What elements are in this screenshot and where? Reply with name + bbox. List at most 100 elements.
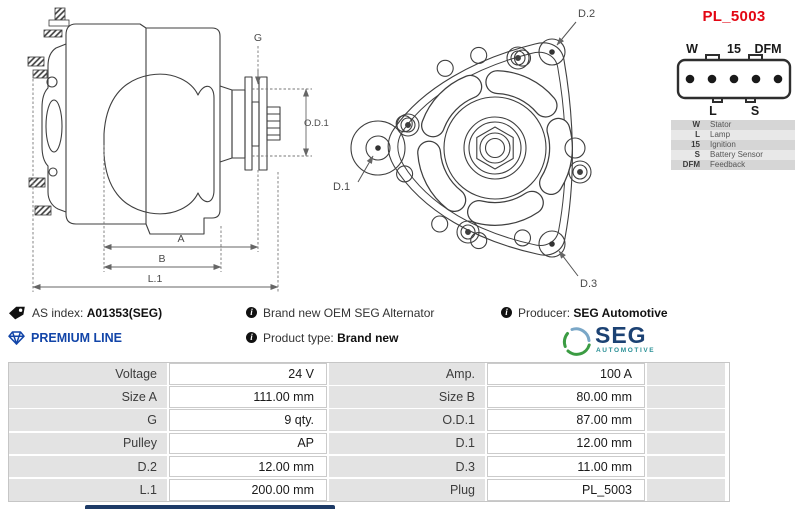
legend-key: L <box>695 130 700 139</box>
spec-label-cell: Voltage <box>9 363 167 385</box>
spec-filler-cell <box>647 363 725 385</box>
legend-desc: Lamp <box>710 130 731 139</box>
spec-value-cell: PL_5003 <box>487 478 645 501</box>
alternator-front-view-drawing: D.2 D.1 D.3 <box>333 8 597 290</box>
spec-label-cell: O.D.1 <box>329 409 485 431</box>
front-view-leaders <box>357 21 579 277</box>
dim-label-g: G <box>254 32 262 44</box>
legend-row: S Battery Sensor <box>671 150 795 160</box>
info-icon: i <box>246 307 257 318</box>
dim-label-a: A <box>177 233 184 245</box>
spec-value-cell: 100 A <box>487 363 645 385</box>
legend-row: L Lamp <box>671 130 795 140</box>
connector-body <box>676 54 792 103</box>
spec-label-cell: L.1 <box>9 478 167 501</box>
pin-legend: W Stator L Lamp 15 Ignition S Battery Sensor… <box>671 120 795 170</box>
premium-line-item: PREMIUM LINE <box>8 330 122 345</box>
pin-label-s: S <box>751 104 759 118</box>
front-view-vent-slots <box>417 70 573 226</box>
spec-value-cell: 87.00 mm <box>487 409 645 431</box>
spec-value-cell: 80.00 mm <box>487 386 645 408</box>
producer-label: Producer: <box>518 305 571 320</box>
as-index-label: AS index: <box>32 305 84 320</box>
legend-key: 15 <box>691 140 700 149</box>
dim-label-b: B <box>158 253 165 265</box>
side-view-body <box>41 23 281 235</box>
plug-connector-diagram: W 15 DFM L S <box>676 42 792 118</box>
spec-filler-cell <box>647 455 725 478</box>
pin-label-15: 15 <box>727 42 741 56</box>
spec-value-cell: 9 qty. <box>169 409 327 431</box>
dimension-extension-lines <box>32 46 312 292</box>
spec-label-cell: D.3 <box>329 455 485 478</box>
spec-value-cell: 11.00 mm <box>487 455 645 478</box>
producer-text: Producer: SEG Automotive <box>518 306 668 320</box>
spec-value-cell: AP <box>169 432 327 455</box>
spec-value-cell: 111.00 mm <box>169 386 327 408</box>
spec-value-cell: 12.00 mm <box>169 455 327 478</box>
spec-label-cell: G <box>9 409 167 431</box>
connector-pins <box>685 74 783 84</box>
legend-row: W Stator <box>671 120 795 130</box>
spec-filler-cell <box>647 432 725 455</box>
as-index-value: A01353(SEG) <box>86 305 163 320</box>
bottom-partial-bar <box>85 505 335 509</box>
pin-label-l: L <box>709 104 717 118</box>
producer-value: SEG Automotive <box>573 305 668 320</box>
plug-code-title: PL_5003 <box>702 8 766 25</box>
spec-label-cell: Size A <box>9 386 167 408</box>
brand-note-text: Brand new OEM SEG Alternator <box>263 305 435 320</box>
seg-automotive-logo: SEG AUTOMOTIVE <box>562 324 657 362</box>
product-type-label: Product type: <box>263 330 334 345</box>
spec-value-cell: 12.00 mm <box>487 432 645 455</box>
info-icon: i <box>246 332 257 343</box>
legend-desc: Feedback <box>710 160 746 169</box>
pin-label-dfm: DFM <box>754 42 781 56</box>
spec-filler-cell <box>647 386 725 408</box>
spec-label-cell: Pulley <box>9 432 167 455</box>
seg-logo-text: SEG <box>595 322 647 348</box>
spec-label-cell: D.2 <box>9 455 167 478</box>
spec-label-cell: Plug <box>329 478 485 501</box>
dim-label-d1: D.1 <box>333 181 350 193</box>
brand-note-item: i Brand new OEM SEG Alternator <box>246 305 434 320</box>
diamond-icon <box>8 330 25 345</box>
legend-desc: Battery Sensor <box>710 150 763 159</box>
as-index-item: AS index: A01353(SEG) <box>8 305 162 320</box>
spec-filler-cell <box>647 478 725 501</box>
dimension-lines <box>32 70 309 290</box>
spec-label-cell: D.1 <box>329 432 485 455</box>
pin-label-w: W <box>686 42 698 56</box>
alternator-side-view-drawing: G O.D.1 A B L.1 <box>27 7 329 292</box>
spec-filler-cell <box>647 409 725 431</box>
tag-icon <box>9 306 25 319</box>
product-type-value: Brand new <box>337 330 399 345</box>
dim-label-d2: D.2 <box>578 8 595 20</box>
seg-logo-subtext: AUTOMOTIVE <box>596 347 656 354</box>
dim-label-od1: O.D.1 <box>304 118 329 129</box>
spec-value-cell: 200.00 mm <box>169 478 327 501</box>
legend-key: W <box>692 120 700 129</box>
legend-key: DFM <box>682 160 700 169</box>
spec-table: Voltage 24 V Amp. 100 A Size A 111.00 mm… <box>8 362 730 502</box>
product-type-item: i Product type: Brand new <box>246 330 398 345</box>
front-view-holes <box>395 38 592 258</box>
seg-logo-circle-icon <box>562 327 591 356</box>
legend-row: 15 Ignition <box>671 140 795 150</box>
dim-label-l1: L.1 <box>148 273 163 285</box>
spec-label-cell: Amp. <box>329 363 485 385</box>
product-type-text: Product type: Brand new <box>263 331 398 345</box>
dim-label-d3: D.3 <box>580 278 597 290</box>
info-icon: i <box>501 307 512 318</box>
legend-desc: Ignition <box>710 140 736 149</box>
legend-key: S <box>694 150 700 159</box>
producer-item: i Producer: SEG Automotive <box>501 305 668 320</box>
legend-desc: Stator <box>710 120 732 129</box>
as-index-text: AS index: A01353(SEG) <box>32 306 162 320</box>
spec-label-cell: Size B <box>329 386 485 408</box>
legend-row: DFM Feedback <box>671 160 795 170</box>
premium-line-badge: PREMIUM LINE <box>31 330 122 345</box>
spec-value-cell: 24 V <box>169 363 327 385</box>
side-view-bolts <box>27 7 70 216</box>
front-view-housing <box>350 42 573 256</box>
